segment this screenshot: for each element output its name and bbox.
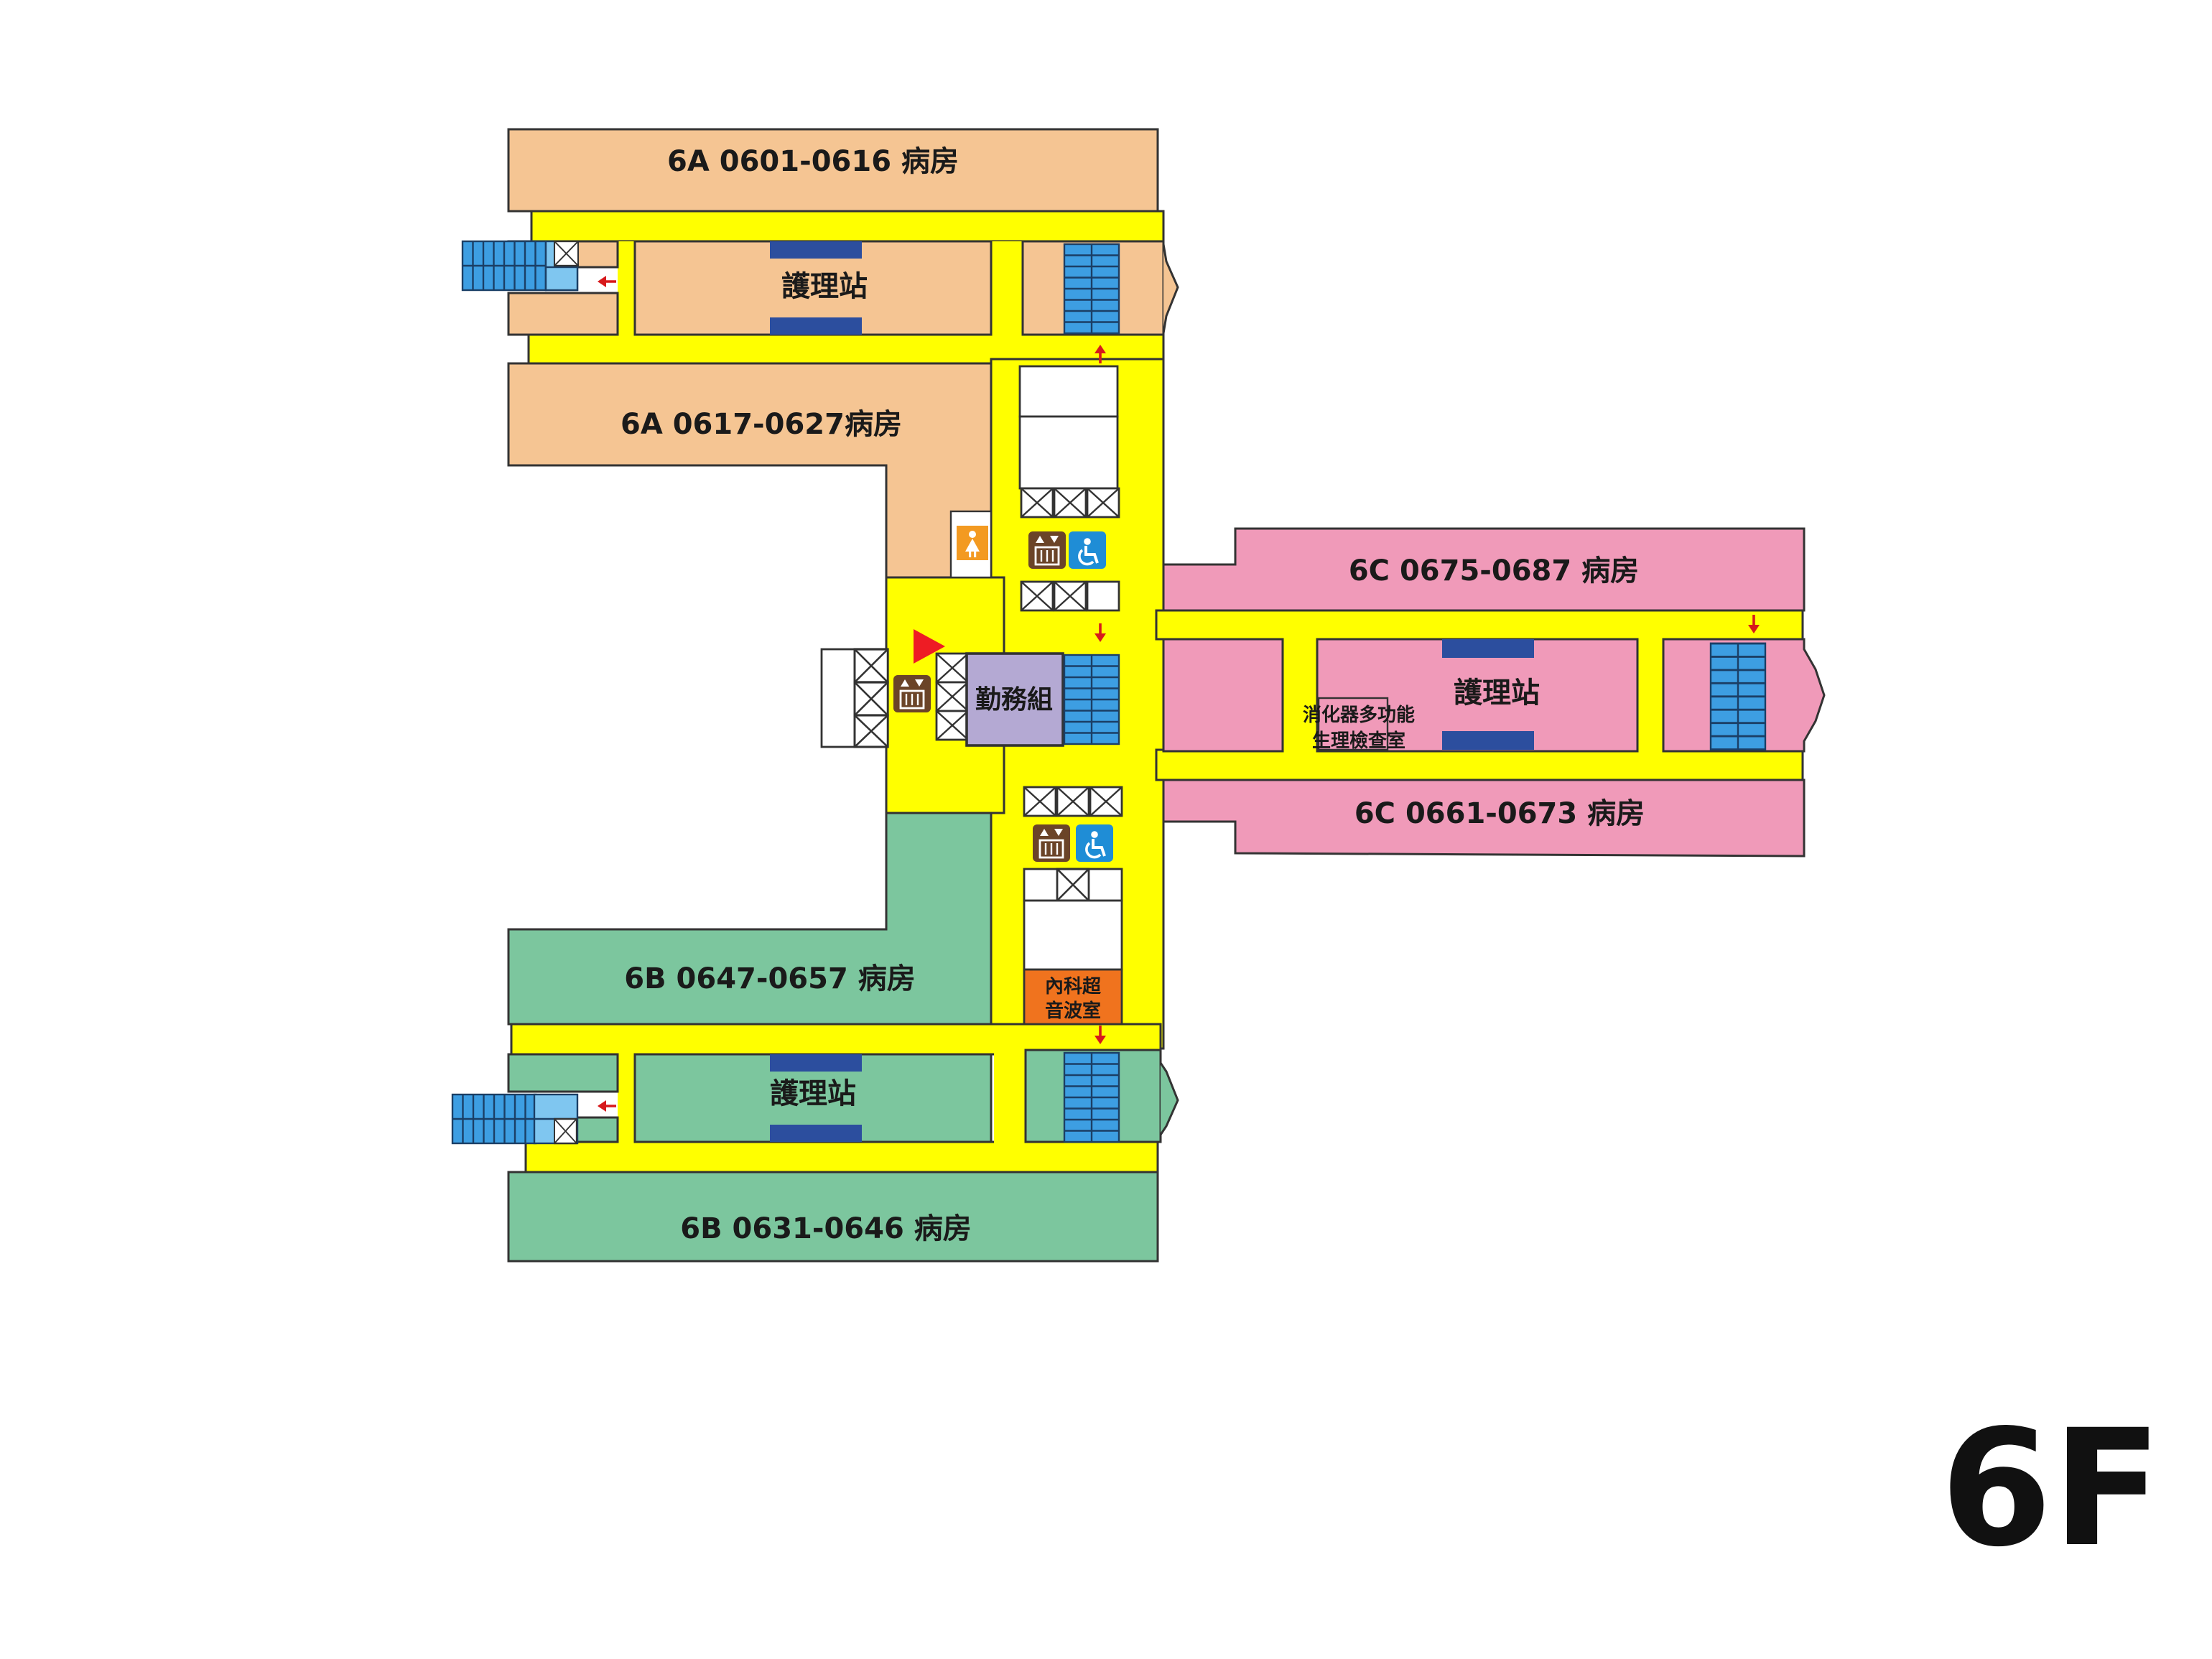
- floor-label: 6F: [1941, 1395, 2162, 1582]
- accessible-elevator-icon[interactable]: [1074, 823, 1115, 863]
- ward-6c: 6C 0675-0687 病房 護理站 消化器多功能 生理檢查室 6C 0661…: [1162, 527, 1826, 858]
- ward-6a-south-label: 6A 0617-0627病房: [621, 408, 902, 441]
- ward-6b: 6B 0647-0657 病房 護理站 6B 0631-0646 病房: [451, 812, 1179, 1263]
- elevator-icon[interactable]: [1031, 823, 1072, 863]
- stairs-icon: [1063, 243, 1120, 335]
- ward-6b-north-label: 6B 0647-0657 病房: [624, 962, 915, 995]
- ward-6c-south-block[interactable]: [1162, 779, 1806, 858]
- ward-6b-north-block[interactable]: [507, 812, 993, 1026]
- nurse-station-c-counter-top: [1442, 639, 1534, 658]
- stairs-icon: [1063, 1051, 1120, 1143]
- nurse-station-b-counter-top: [770, 1054, 862, 1072]
- ward-6b-south-block[interactable]: [507, 1171, 1159, 1263]
- ultrasound-room-label-2: 音波室: [1045, 1000, 1101, 1022]
- nurse-station-b-counter-bottom: [770, 1125, 862, 1142]
- nurse-station-a-label: 護理站: [781, 270, 868, 303]
- elevator-icon[interactable]: [892, 674, 932, 714]
- ultrasound-room[interactable]: [1023, 968, 1123, 1026]
- digestive-exam-room[interactable]: [1317, 697, 1389, 751]
- digestive-exam-label-1: 消化器多功能: [1303, 704, 1415, 726]
- stairs-icon: [1063, 654, 1120, 745]
- ward-6c-west-room: [1162, 638, 1284, 753]
- stairs-icon: [461, 240, 547, 292]
- ward-6a-west-room-bottom: [507, 292, 619, 336]
- digestive-exam-label-2: 生理檢查室: [1312, 730, 1405, 752]
- you-are-here-marker-icon: [914, 629, 945, 664]
- central-core: 勤務組 內科超 音波室: [820, 365, 1123, 1046]
- ultrasound-room-label-1: 內科超: [1045, 976, 1102, 998]
- ward-6b-west-room-top: [507, 1053, 619, 1093]
- direction-arrow-icon: [596, 1099, 618, 1113]
- ward-6a: 6A 0601-0616 病房 護理站 6A 0617-0627病房: [461, 128, 1179, 579]
- service-office[interactable]: [965, 652, 1064, 747]
- nurse-station-c-label: 護理站: [1454, 677, 1540, 710]
- restroom-female-icon: [957, 526, 988, 560]
- ward-6a-north-label: 6A 0601-0616 病房: [667, 145, 959, 178]
- nurse-station-a-counter-bottom: [770, 317, 862, 335]
- nurse-station-a-counter-top: [770, 241, 862, 259]
- stairs-icon: [1709, 642, 1767, 750]
- ward-6c-south-label: 6C 0661-0673 病房: [1354, 797, 1645, 830]
- elevator-icon[interactable]: [1027, 530, 1067, 570]
- ward-6a-north-block[interactable]: [507, 128, 1159, 213]
- direction-arrow-icon: [596, 274, 618, 289]
- nurse-station-c-counter-bottom: [1442, 731, 1534, 750]
- ward-6c-north-label: 6C 0675-0687 病房: [1349, 554, 1639, 587]
- stairs-icon: [451, 1093, 537, 1145]
- ward-6b-south-label: 6B 0631-0646 病房: [680, 1212, 971, 1245]
- nurse-station-b-label: 護理站: [770, 1077, 856, 1110]
- accessible-elevator-icon[interactable]: [1067, 530, 1107, 570]
- ward-6c-north-block[interactable]: [1162, 527, 1806, 612]
- service-office-label: 勤務組: [975, 685, 1053, 715]
- ward-6a-south-block[interactable]: [507, 362, 993, 579]
